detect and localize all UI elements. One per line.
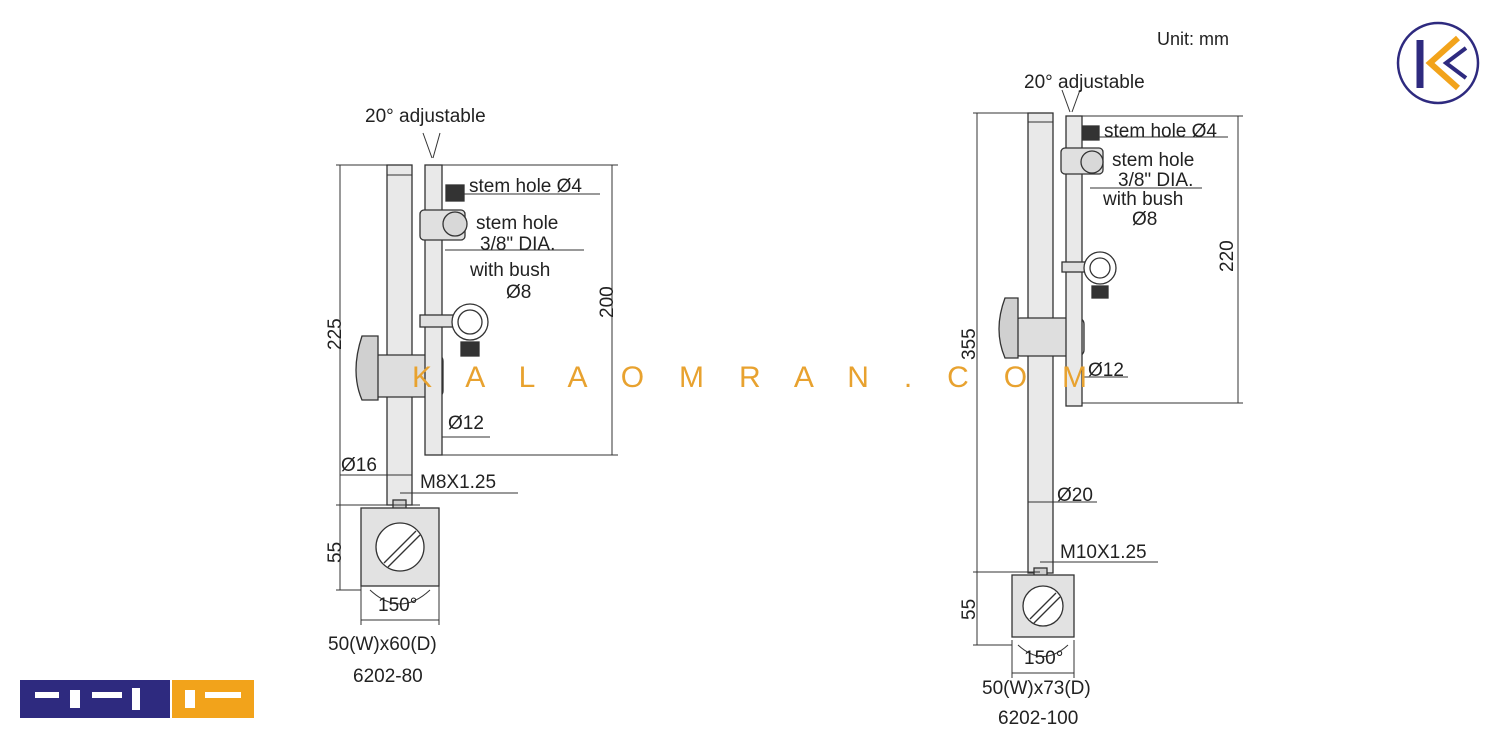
magnetic-base bbox=[1011, 574, 1075, 638]
arm bbox=[1065, 115, 1083, 407]
arm-dia-label: Ø12 bbox=[448, 413, 484, 434]
stem-hole-size-label: 3/8" DIA. bbox=[1118, 170, 1193, 191]
thread-label: M8X1.25 bbox=[420, 472, 496, 493]
rotation-label: 150° bbox=[1024, 648, 1063, 669]
arm-length-label: 200 bbox=[597, 286, 618, 318]
arm bbox=[424, 164, 443, 456]
post-dia-label: Ø20 bbox=[1057, 485, 1093, 506]
angle-label: 20° adjustable bbox=[365, 106, 486, 127]
model-right-drawing: 20° adjustable stem hole Ø4 stem hole 3/… bbox=[959, 72, 1243, 729]
bush-label: with bush bbox=[469, 260, 550, 281]
base-height-label: 55 bbox=[959, 599, 980, 620]
thread-label: M10X1.25 bbox=[1060, 542, 1147, 563]
brand-logo-icon bbox=[20, 680, 254, 718]
post bbox=[386, 164, 413, 506]
stem-hole-large-label: stem hole bbox=[476, 213, 558, 234]
arm-length-label: 220 bbox=[1217, 240, 1238, 272]
watermark-text: K A L A O M R A N . C O M bbox=[412, 361, 1087, 394]
base-height-label: 55 bbox=[325, 542, 346, 563]
brand-emblem-icon bbox=[1396, 21, 1480, 105]
stem-hole-small-label: stem hole Ø4 bbox=[469, 176, 582, 197]
knob-icon bbox=[355, 335, 379, 401]
stem-hole-large-label: stem hole bbox=[1112, 150, 1194, 171]
bush-label: with bush bbox=[1102, 189, 1183, 210]
stem-hole-size-label: 3/8" DIA. bbox=[480, 234, 555, 255]
thumbscrew-icon bbox=[1082, 125, 1100, 141]
base-size-label: 50(W)x60(D) bbox=[328, 634, 437, 655]
thumbscrew-icon bbox=[445, 184, 465, 202]
knob-icon bbox=[998, 297, 1019, 359]
rotation-label: 150° bbox=[378, 595, 417, 616]
angle-label: 20° adjustable bbox=[1024, 72, 1145, 93]
overall-height-label: 355 bbox=[959, 328, 980, 360]
base-size-label: 50(W)x73(D) bbox=[982, 678, 1091, 699]
post-dia-label: Ø16 bbox=[341, 455, 377, 476]
bush-dia-label: Ø8 bbox=[1132, 209, 1157, 230]
arm-dia-label: Ø12 bbox=[1088, 360, 1124, 381]
overall-height-label: 225 bbox=[325, 318, 346, 350]
model-number-label: 6202-80 bbox=[353, 666, 423, 687]
model-left-drawing: 20° adjustable stem hole Ø4 stem hole 3/… bbox=[325, 106, 618, 687]
model-number-label: 6202-100 bbox=[998, 708, 1078, 729]
unit-label: Unit: mm bbox=[1157, 29, 1229, 49]
stem-hole-small-label: stem hole Ø4 bbox=[1104, 121, 1217, 142]
bush-dia-label: Ø8 bbox=[506, 282, 531, 303]
